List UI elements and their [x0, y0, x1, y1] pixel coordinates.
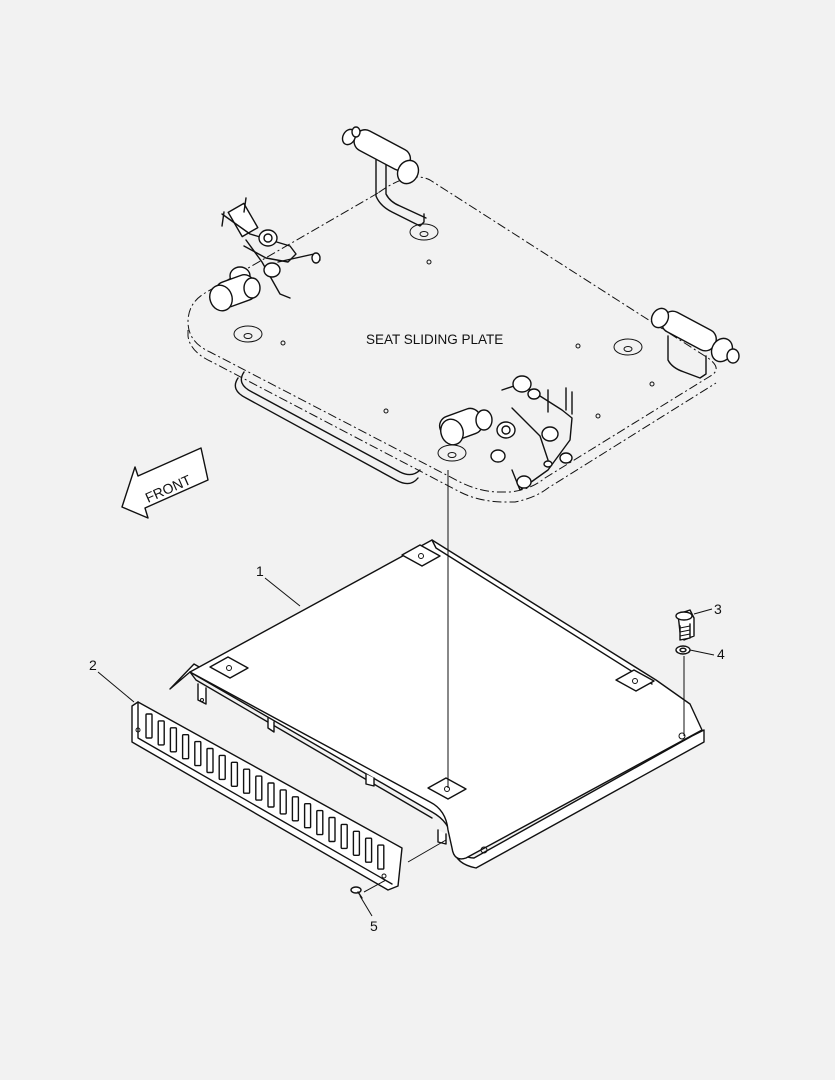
grille-slot — [340, 823, 348, 850]
grille-slot — [303, 803, 312, 829]
part-2-grille-panel — [131, 701, 403, 891]
grille-slot — [279, 789, 287, 815]
grille-slot — [181, 734, 190, 760]
grille-slot — [377, 844, 385, 870]
grille-slot — [206, 747, 214, 774]
part-3-bolt — [675, 609, 695, 641]
assembly-lines — [363, 470, 685, 893]
slide-latch-left — [209, 197, 321, 312]
grille-slot — [328, 816, 336, 843]
grille-slot — [255, 775, 263, 801]
front-arrow: FRONT — [121, 447, 209, 519]
grille-slot — [157, 720, 165, 746]
part-4-washer — [675, 645, 691, 655]
grille-slot — [230, 761, 239, 787]
grille-slot — [218, 754, 226, 781]
grille-slot — [316, 809, 324, 836]
rear-roller-top — [341, 126, 427, 227]
grille-slot — [145, 713, 153, 739]
grille-slot — [352, 830, 361, 856]
callout-5: 5 — [370, 918, 378, 934]
grille-slots — [145, 713, 385, 870]
grille-slot — [194, 740, 202, 767]
callout-3: 3 — [714, 601, 722, 617]
grille-slot — [169, 727, 178, 753]
seat-plate-label: SEAT SLIDING PLATE — [366, 332, 503, 347]
grille-slot — [364, 837, 373, 863]
callout-1: 1 — [256, 563, 264, 579]
rear-roller-right — [650, 307, 740, 379]
part-5-screw — [350, 886, 363, 899]
slide-latch-right — [438, 375, 573, 491]
part-1-cover-plate — [169, 539, 705, 869]
callout-2: 2 — [89, 657, 97, 673]
callouts: 1 2 3 4 5 — [89, 563, 725, 934]
grille-slot — [242, 768, 251, 794]
grille-slot — [291, 796, 300, 822]
callout-4: 4 — [717, 646, 725, 662]
seat-sliding-plate: SEAT SLIDING PLATE — [187, 126, 740, 503]
grille-slot — [267, 782, 275, 808]
